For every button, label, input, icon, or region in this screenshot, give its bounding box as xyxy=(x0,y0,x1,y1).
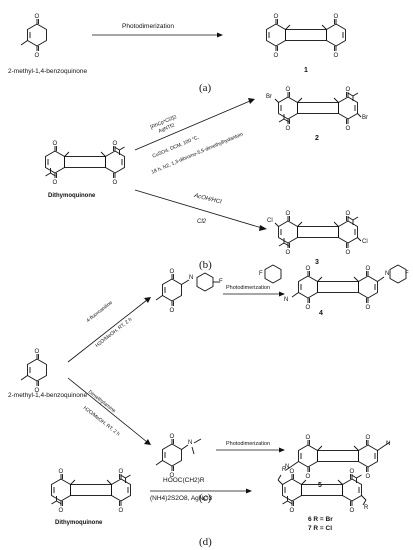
panel-d-reactant-name: Dithymoquinone xyxy=(55,520,103,526)
panel-a-reactant-structure xyxy=(20,13,47,60)
panel-b-lower-arrow xyxy=(134,189,267,231)
panel-c-lower-arrow xyxy=(67,377,151,445)
product-3-structure xyxy=(274,210,362,257)
product-1-structure xyxy=(266,13,346,60)
dithymoquinone-b-structure xyxy=(45,140,125,187)
product-3-cl-left: Cl xyxy=(267,218,273,224)
product-5-n-left: N xyxy=(285,464,290,470)
product-2-structure xyxy=(274,86,362,133)
product-7-label: 7 R = Cl xyxy=(308,525,333,532)
panel-b-reactant-name: Dithymoquinone xyxy=(48,193,96,199)
product-5-structure xyxy=(285,434,391,481)
panel-a-label: (a) xyxy=(199,82,212,94)
product-4-number: 4 xyxy=(319,310,323,317)
product-6-7-r-left: R xyxy=(282,467,287,473)
product-6-label: 6 R = Br xyxy=(308,516,333,523)
product-3-cl-right: Cl xyxy=(362,239,368,245)
panel-d-reagent-2: (NH4)2S2O8, AgNO3 xyxy=(150,495,213,502)
intermediate-upper-nh-label: N xyxy=(189,275,194,281)
panel-c-lower-photodimerization-arrow xyxy=(216,447,285,453)
panel-a-arrow xyxy=(92,32,223,38)
aminoquinone-intermediate-upper-structure xyxy=(155,268,219,315)
product-6-7-structure xyxy=(277,468,367,515)
product-2-br-right: Br xyxy=(362,115,368,121)
panel-a-reactant-name: 2-methyl-1,4-benzoquinone xyxy=(8,68,88,75)
panel-b-lower-reagent-2: Cl2 xyxy=(197,219,207,225)
panel-c-label: (c) xyxy=(199,492,212,504)
panel-d-reagent-1: HOOC(CH2)R xyxy=(163,477,205,484)
dithymoquinone-d-structure xyxy=(51,468,131,515)
product-2-br-left: Br xyxy=(266,94,272,100)
product-4-f-left: F xyxy=(259,271,263,277)
product-1-number: 1 xyxy=(304,67,308,74)
panel-b-upper-arrow xyxy=(134,98,255,151)
product-4-f-right: F xyxy=(405,271,409,277)
intermediate-lower-n-label: N xyxy=(188,440,193,446)
aminoquinone-intermediate-lower-structure xyxy=(155,433,202,480)
panel-b-label: (b) xyxy=(199,259,212,271)
product-3-number: 3 xyxy=(315,259,319,266)
intermediate-upper-f-label: F xyxy=(219,279,223,285)
product-4-structure xyxy=(264,264,407,312)
panel-c-lower-arrow-label: Photodimerization xyxy=(226,441,271,447)
product-5-n-right: N xyxy=(386,441,391,447)
product-2-number: 2 xyxy=(315,135,319,142)
panel-c-upper-photodimerization-arrow xyxy=(223,291,285,297)
panel-c-upper-arrow-label: Photodimerization xyxy=(226,285,271,291)
panel-d-label: (d) xyxy=(199,536,212,548)
product-4-n-right: N xyxy=(385,271,390,277)
product-5-number: 5 xyxy=(318,482,322,489)
panel-c-reactant-name: 2-methyl-1,4-benzoquinone xyxy=(8,392,88,399)
product-6-7-r-right: R xyxy=(364,505,369,511)
panel-d-arrow xyxy=(150,488,252,494)
panel-c-upper-arrow xyxy=(67,297,151,363)
panel-c-reactant-structure xyxy=(20,348,47,395)
product-4-n-left: N xyxy=(284,297,289,303)
panel-a-arrow-label: Photodimerization xyxy=(122,23,175,30)
